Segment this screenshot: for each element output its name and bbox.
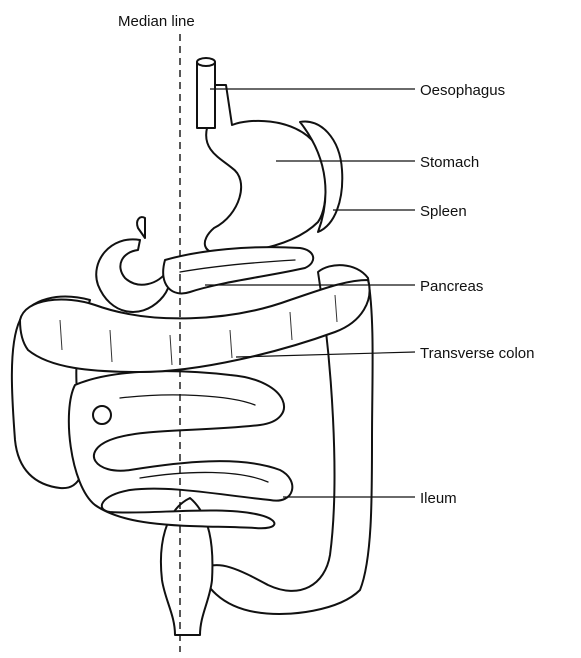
ileum-small-loop xyxy=(93,406,111,424)
transverse-colon xyxy=(20,280,370,372)
stomach xyxy=(205,85,326,254)
bile-duct xyxy=(137,217,145,238)
oesophagus-label: Oesophagus xyxy=(420,82,505,99)
spleen-label: Spleen xyxy=(420,203,467,220)
duodenum xyxy=(96,239,170,312)
transverse-colon-label: Transverse colon xyxy=(420,345,535,362)
oesophagus-top xyxy=(197,58,215,66)
median-line-label: Median line xyxy=(118,13,195,30)
pancreas xyxy=(163,247,313,293)
oesophagus xyxy=(197,62,215,128)
stomach-label: Stomach xyxy=(420,154,479,171)
pancreas-label: Pancreas xyxy=(420,278,483,295)
ileum-label: Ileum xyxy=(420,490,457,507)
